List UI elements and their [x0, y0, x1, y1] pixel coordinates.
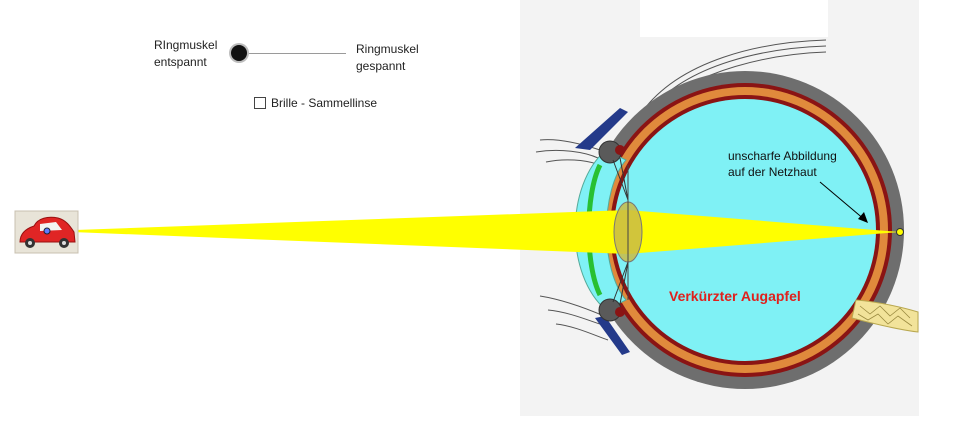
optic-nerve-texture: [857, 305, 913, 327]
slider-max-label: Ringmuskel gespannt: [356, 42, 419, 73]
eye-panel-white-top: [640, 0, 828, 37]
cornea: [574, 149, 627, 311]
upper-eyelid: [575, 108, 628, 150]
lower-eyelid: [595, 316, 630, 355]
glasses-checkbox[interactable]: [254, 97, 266, 109]
eyeball: [586, 71, 904, 389]
ciliary-lower: [598, 298, 622, 322]
choroid: [602, 87, 888, 373]
glasses-checkbox-label: Brille - Sammellinse: [271, 96, 378, 110]
vitreous-body: [614, 99, 876, 361]
slider-track: [240, 53, 346, 54]
eye-lens: [613, 201, 643, 263]
slider-thumb[interactable]: [231, 45, 247, 61]
retina-image-point: [896, 228, 904, 236]
annotation-arrow: [819, 181, 866, 221]
object-point: [43, 227, 51, 235]
annotation-arrowhead: [858, 212, 868, 223]
eyelid-sketch: [535, 39, 827, 341]
iris-green: [586, 163, 603, 297]
eye-panel-background: [520, 0, 919, 416]
glasses-checkbox-row[interactable]: Brille - Sammellinse: [254, 95, 377, 111]
eye-title: Verkürzter Augapfel: [669, 288, 801, 304]
ciliary-upper: [598, 140, 622, 164]
ciliary-upper-red: [615, 145, 625, 155]
slider-min-label: RIngmuskel entspannt: [154, 38, 218, 69]
light-ray: [47, 210, 900, 254]
sclera: [586, 71, 904, 389]
zonular-fibers: [612, 157, 629, 305]
ciliary-lower-red: [615, 307, 625, 317]
optic-nerve: [851, 299, 919, 333]
retina-inner: [610, 95, 880, 365]
car-icon: [14, 210, 79, 254]
ciliary-muscle-slider[interactable]: [230, 44, 346, 64]
retina-outer: [598, 83, 892, 377]
retina-annotation-line2: auf der Netzhaut: [728, 165, 817, 179]
retina-annotation-line1: unscharfe Abbildung: [728, 149, 837, 163]
